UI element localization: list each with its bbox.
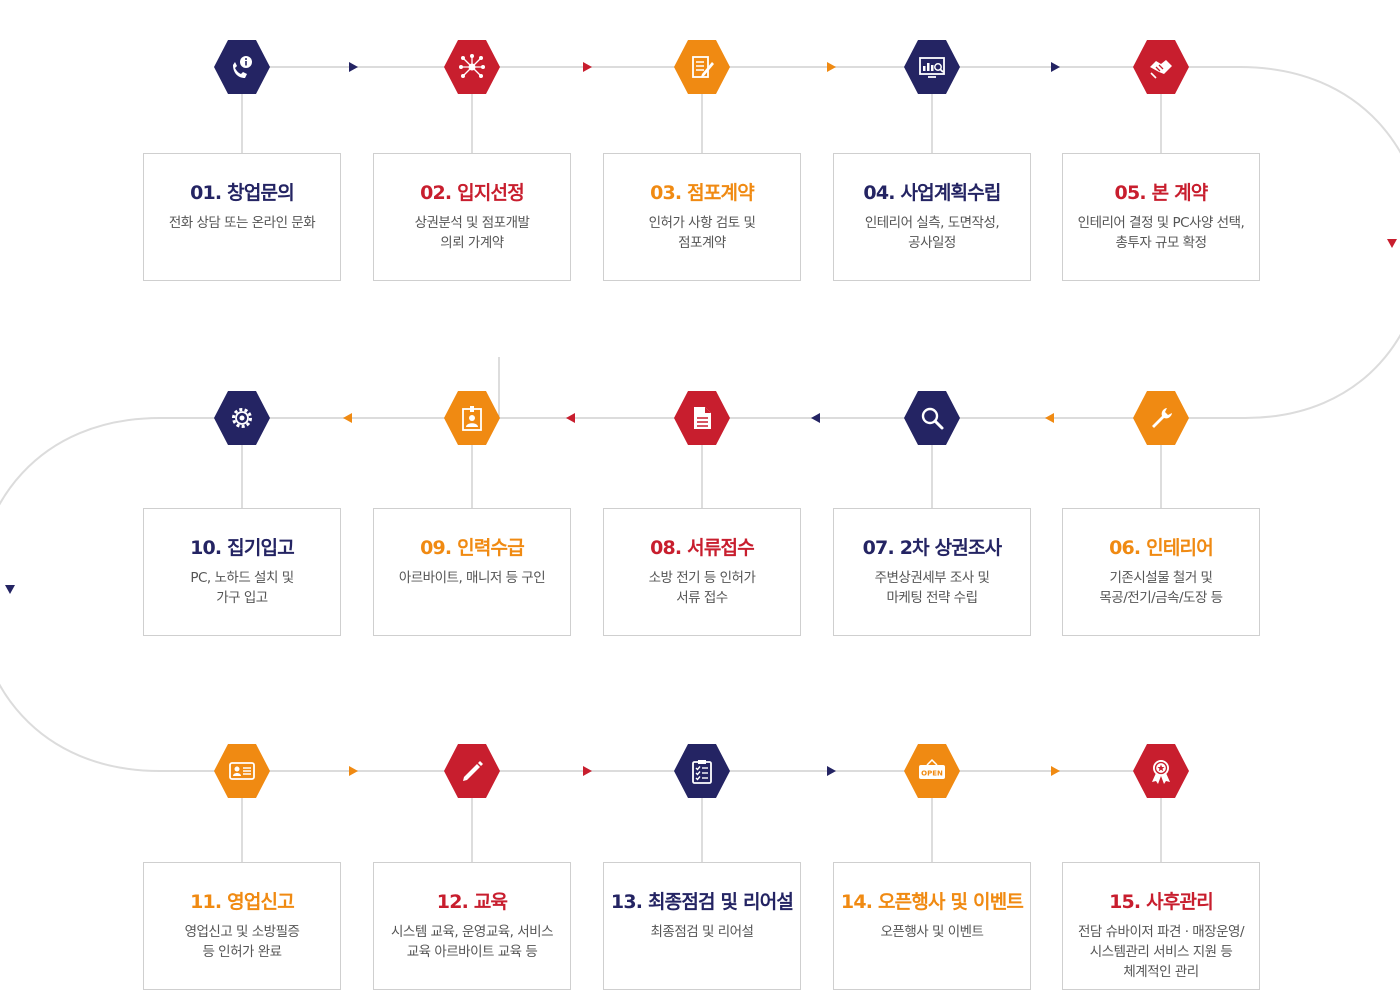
- flow-arrow: [1051, 62, 1060, 72]
- step-description: 인테리어 결정 및 PC사양 선택, 총투자 규모 확정: [1077, 215, 1245, 251]
- flow-arrow: [583, 766, 592, 776]
- flow-arrow: [827, 62, 836, 72]
- step-title: 14. 오픈행사 및 이벤트: [840, 891, 1024, 913]
- step-title: 10. 집기입고: [190, 537, 295, 559]
- step-description: 기존시설물 철거 및 목공/전기/금속/도장 등: [1099, 570, 1223, 606]
- step-description: 소방 전기 등 인허가 서류 접수: [648, 570, 756, 606]
- step-title: 08. 서류접수: [650, 537, 755, 559]
- step-hexagon: [1133, 40, 1189, 94]
- magnifier-icon: [921, 407, 944, 430]
- flow-arrow: [566, 413, 575, 423]
- step-title: 11. 영업신고: [190, 891, 295, 913]
- gear-icon: [232, 408, 252, 428]
- step-description: 오픈행사 및 이벤트: [880, 924, 984, 940]
- step-card: 10. 집기입고 PC, 노하드 설치 및 가구 입고: [143, 508, 341, 636]
- flow-arrow: [827, 766, 836, 776]
- step-description: 최종점검 및 리어설: [650, 924, 754, 940]
- network-icon: [459, 54, 485, 78]
- step-hexagon: [444, 40, 500, 94]
- step-description: 주변상권세부 조사 및 마케팅 전략 수립: [874, 570, 990, 606]
- flow-arrow: [811, 413, 820, 423]
- step-title: 07. 2차 상권조사: [862, 537, 1003, 559]
- step-description: 아르바이트, 매니저 등 구인: [398, 570, 546, 586]
- pencil-icon: [463, 761, 483, 781]
- step-hexagon: [444, 744, 500, 798]
- step-title: 15. 사후관리: [1109, 891, 1214, 913]
- chart-monitor-icon: [919, 57, 945, 78]
- step-title: 01. 창업문의: [190, 182, 295, 204]
- award-ribbon-icon: [1152, 760, 1170, 784]
- step-description: 전담 슈바이저 파견 · 매장운영/ 시스템관리 서비스 지원 등 체계적인 관…: [1077, 924, 1245, 980]
- handshake-icon: [1150, 60, 1172, 79]
- step-description: 영업신고 및 소방필증 등 인허가 완료: [184, 924, 300, 960]
- step-description: 전화 상담 또는 온라인 문화: [168, 215, 316, 231]
- step-hexagon: [1133, 391, 1189, 445]
- flow-arrow: [343, 413, 352, 423]
- flow-arrow: [1045, 413, 1054, 423]
- step-hexagon: [214, 40, 270, 94]
- open-sign-icon: OPEN: [919, 758, 945, 779]
- step-description: 인허가 사항 검토 및 점포계약: [648, 215, 756, 251]
- flow-arrow: [349, 766, 358, 776]
- document-icon: [694, 407, 711, 429]
- id-badge-icon: [462, 406, 482, 431]
- step-title: 04. 사업계획수립: [863, 182, 1001, 204]
- step-description: 인테리어 실측, 도면작성, 공사일정: [864, 215, 1000, 251]
- clipboard-check-icon: [692, 760, 712, 784]
- id-card-icon: [229, 762, 255, 780]
- track-curve-right: [1239, 66, 1400, 419]
- step-description: 상권분석 및 점포개발 의뢰 가계약: [414, 215, 530, 251]
- step-description: PC, 노하드 설치 및 가구 입고: [190, 570, 294, 606]
- flow-arrow: [5, 585, 15, 594]
- wrench-icon: [1152, 408, 1172, 428]
- step-hexagon: [444, 391, 500, 445]
- step-title: 09. 인력수급: [420, 537, 525, 559]
- step-title: 03. 점포계약: [650, 182, 755, 204]
- open-sign-text: OPEN: [921, 770, 943, 778]
- flow-arrow: [349, 62, 358, 72]
- step-title: 12. 교육: [436, 891, 508, 913]
- step-title: 02. 입지선정: [420, 182, 525, 204]
- phone-info-icon: [233, 56, 252, 78]
- step-hexagon: [1133, 744, 1189, 798]
- step-title: 13. 최종점검 및 리어설: [610, 891, 794, 913]
- track-curve-left: [0, 417, 161, 772]
- flow-arrow: [1387, 239, 1397, 248]
- contract-pen-icon: [692, 56, 714, 78]
- step-title: 06. 인테리어: [1109, 537, 1214, 559]
- step-title: 05. 본 계약: [1114, 182, 1209, 204]
- flow-arrow: [1051, 766, 1060, 776]
- step-description: 시스템 교육, 운영교육, 서비스 교육 아르바이트 교육 등: [391, 924, 554, 960]
- flow-arrow: [583, 62, 592, 72]
